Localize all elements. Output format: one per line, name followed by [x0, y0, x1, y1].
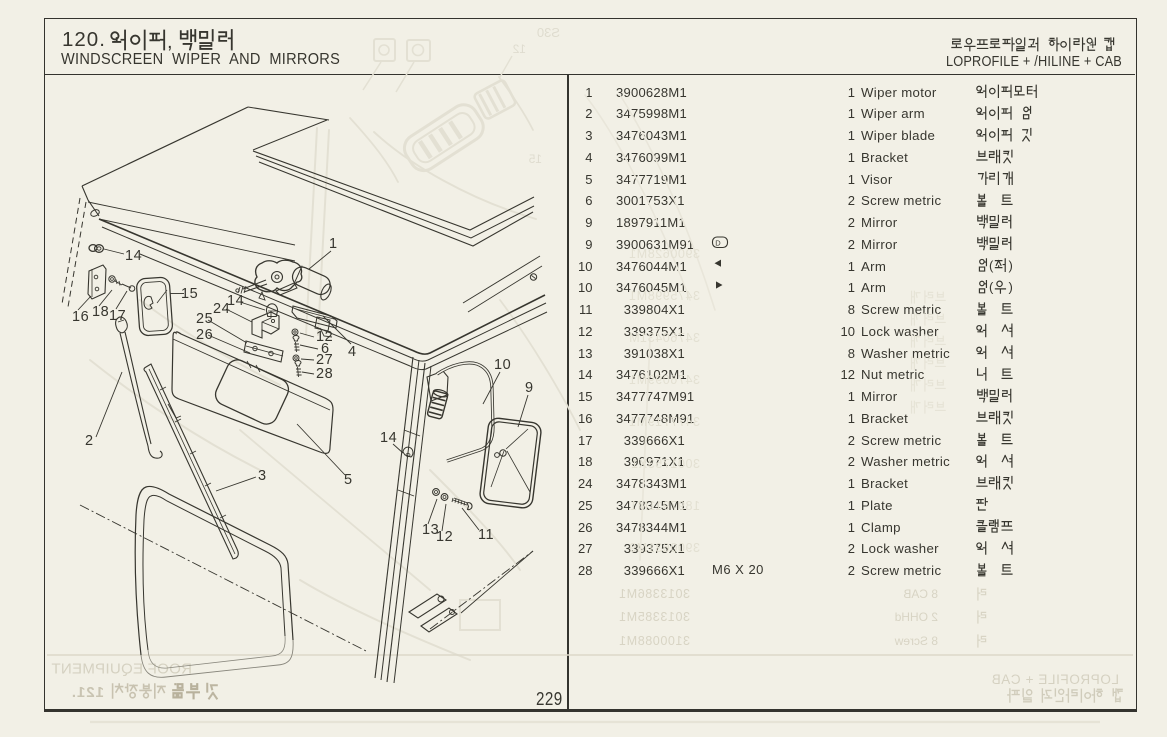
- svg-text:17: 17: [109, 308, 126, 324]
- svg-text:14: 14: [227, 293, 244, 309]
- svg-text:16: 16: [72, 309, 89, 325]
- svg-text:25: 25: [196, 311, 213, 327]
- svg-text:LOPROFILE + CAB: LOPROFILE + CAB: [991, 672, 1119, 687]
- svg-text:34760431M: 34760431M: [629, 331, 700, 345]
- svg-text:27: 27: [316, 352, 333, 368]
- svg-text:3476099M1: 3476099M1: [629, 373, 700, 387]
- svg-text:S30: S30: [537, 25, 560, 40]
- svg-text:9: 9: [525, 380, 534, 396]
- svg-text:2: 2: [85, 433, 94, 449]
- svg-text:3100088M1: 3100088M1: [619, 634, 690, 648]
- svg-text:3477719M1: 3477719M1: [629, 415, 700, 429]
- svg-text:24: 24: [213, 301, 230, 317]
- svg-text:(: (: [989, 280, 994, 295]
- svg-text:12: 12: [512, 42, 526, 56]
- svg-text:14: 14: [380, 430, 397, 446]
- svg-text:121.: 121.: [71, 684, 104, 701]
- svg-text:4: 4: [348, 344, 357, 360]
- svg-text:—: —: [170, 284, 185, 300]
- svg-text:15: 15: [528, 152, 542, 166]
- svg-text:+: +: [1089, 37, 1097, 52]
- svg-text:12: 12: [436, 529, 453, 545]
- svg-text:11: 11: [478, 527, 494, 543]
- svg-text:3013386M1: 3013386M1: [619, 587, 690, 601]
- svg-text:): ): [1009, 258, 1013, 273]
- svg-text:3900631M9: 3900631M9: [629, 541, 700, 555]
- svg-text:14: 14: [125, 248, 142, 264]
- svg-text:3900628M1: 3900628M1: [629, 247, 700, 261]
- svg-text:5: 5: [344, 472, 353, 488]
- svg-text:3013385M1: 3013385M1: [619, 610, 690, 624]
- svg-text:,: ,: [167, 31, 173, 53]
- svg-text:6: 6: [321, 341, 330, 357]
- svg-text:2 OHHd: 2 OHHd: [895, 610, 938, 624]
- svg-text:28: 28: [316, 366, 333, 382]
- svg-text:M6 X 20: M6 X 20: [712, 562, 764, 577]
- svg-text:ROOF EQUIPMENT: ROOF EQUIPMENT: [51, 661, 192, 678]
- svg-text:26: 26: [196, 327, 213, 343]
- svg-text:3: 3: [258, 468, 267, 484]
- svg-text:D: D: [715, 238, 721, 247]
- svg-text:12: 12: [316, 329, 333, 345]
- svg-text:13: 13: [422, 522, 439, 538]
- svg-text:1897911M1: 1897911M1: [629, 499, 700, 513]
- svg-text:3001753X1: 3001753X1: [631, 457, 700, 471]
- svg-text:1: 1: [329, 236, 338, 252]
- svg-text:3475998M1: 3475998M1: [629, 289, 700, 303]
- svg-text:18: 18: [92, 304, 109, 320]
- svg-text:): ): [1009, 280, 1013, 295]
- svg-text:15: 15: [181, 286, 198, 302]
- svg-text:10: 10: [494, 357, 511, 373]
- svg-text:8 Screw: 8 Screw: [894, 634, 938, 648]
- svg-text:8 CAB: 8 CAB: [903, 587, 938, 601]
- svg-text:(: (: [989, 258, 994, 273]
